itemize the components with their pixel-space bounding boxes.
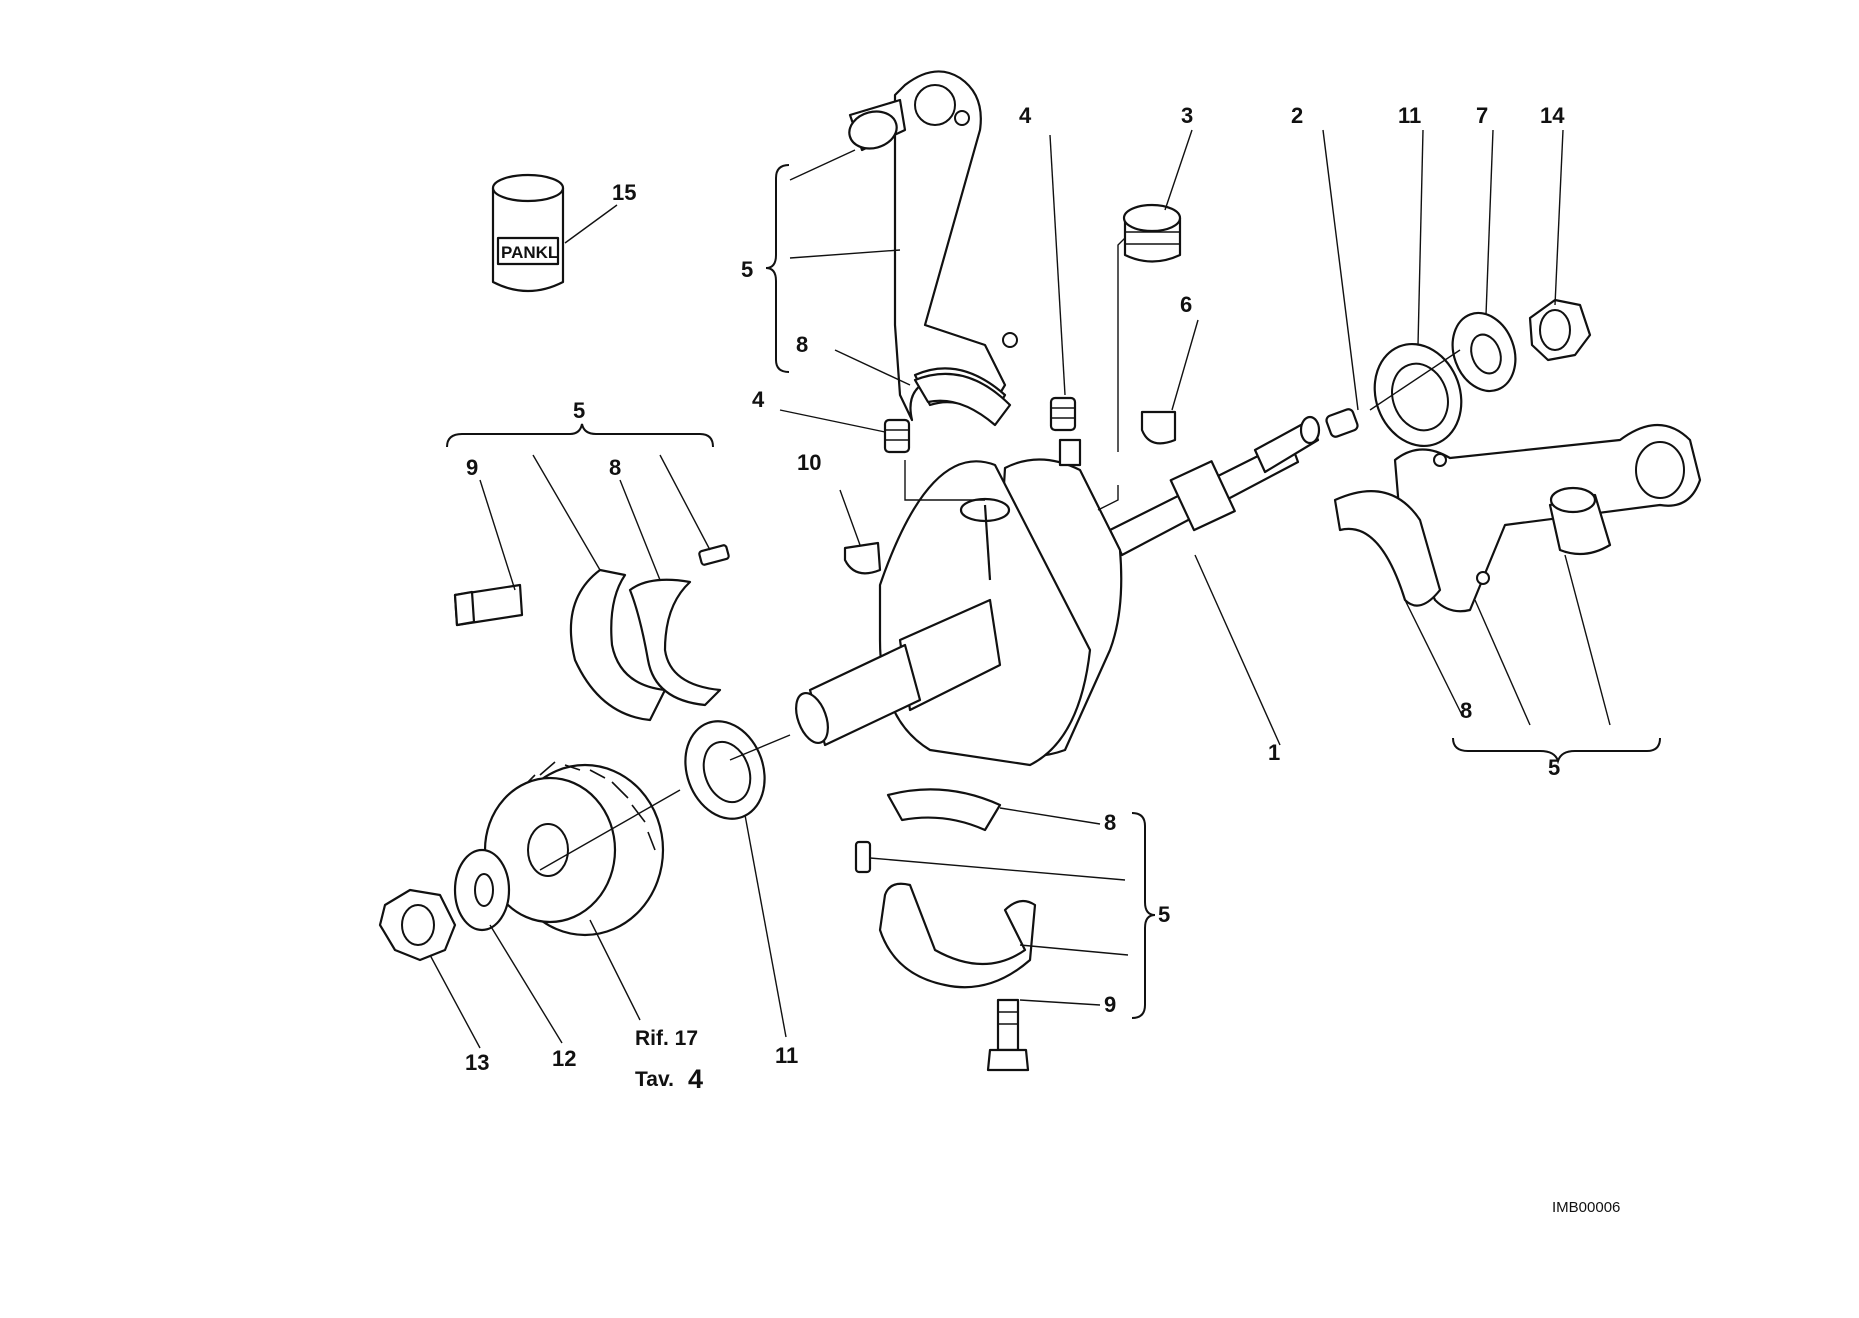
callout-15: 15 xyxy=(612,180,636,205)
leader-lines xyxy=(429,129,1611,1049)
callout-8-lower: 8 xyxy=(1104,810,1116,835)
thrust-washer-left xyxy=(684,720,766,820)
upper-bearing-shell xyxy=(913,372,1012,427)
woodruff-key-right xyxy=(1140,410,1177,445)
callout-12: 12 xyxy=(552,1046,576,1071)
callout-11-top: 11 xyxy=(1398,103,1421,128)
left-bearing-assembly xyxy=(453,544,730,722)
callout-5-right-rod: 5 xyxy=(1548,755,1560,780)
callout-1: 1 xyxy=(1268,740,1280,765)
drawing-code: IMB00006 xyxy=(1552,1199,1620,1216)
callout-5-left-bearing: 5 xyxy=(573,398,585,423)
callout-9-left: 9 xyxy=(466,455,478,480)
callout-9-lower: 9 xyxy=(1104,992,1116,1017)
callout-14: 14 xyxy=(1540,103,1565,128)
brace-upper-rod xyxy=(765,164,790,373)
callout-10: 10 xyxy=(797,450,821,475)
callout-7: 7 xyxy=(1476,103,1488,128)
callout-11-bottom: 11 xyxy=(775,1043,798,1068)
callout-2: 2 xyxy=(1291,103,1303,128)
pankl-container: PANKL xyxy=(491,173,565,292)
callout-8-left: 8 xyxy=(609,455,621,480)
washer xyxy=(453,848,511,932)
upper-connecting-rod xyxy=(848,70,1018,422)
cross-reference: Rif. 17 Tav. 4 xyxy=(635,1027,703,1094)
callout-13: 13 xyxy=(465,1050,489,1075)
rif-reference: Rif. 17 xyxy=(635,1027,698,1050)
brace-right-rod xyxy=(1452,737,1661,765)
callout-labels: 15 4 3 2 11 7 14 5 6 8 4 5 10 9 8 1 8 5 … xyxy=(465,103,1565,1075)
crankshaft xyxy=(795,415,1321,767)
brace-lower-bearing xyxy=(1131,812,1156,1019)
timing-gear xyxy=(483,761,665,937)
right-connecting-rod xyxy=(1333,423,1702,613)
callout-8-upper: 8 xyxy=(796,332,808,357)
callout-6: 6 xyxy=(1180,292,1192,317)
threaded-cap xyxy=(1122,203,1182,263)
callout-3: 3 xyxy=(1181,103,1193,128)
callout-4-left: 4 xyxy=(752,387,765,412)
callout-4-top: 4 xyxy=(1019,103,1032,128)
brace-left-bearing xyxy=(446,423,714,448)
tav-number: 4 xyxy=(688,1064,703,1094)
hex-nut xyxy=(378,888,457,962)
pankl-logo-text: PANKL xyxy=(501,243,558,262)
grub-screw-center xyxy=(1049,396,1077,432)
grub-screw-left xyxy=(883,418,911,454)
callout-5-upper-rod: 5 xyxy=(741,257,753,282)
callout-5-lower-bearing: 5 xyxy=(1158,902,1170,927)
right-side-hardware xyxy=(1325,298,1592,448)
lower-bearing-assembly xyxy=(854,788,1037,1072)
tav-prefix: Tav. xyxy=(635,1068,674,1091)
woodruff-key-left xyxy=(843,541,882,575)
callout-8-right: 8 xyxy=(1460,698,1472,723)
